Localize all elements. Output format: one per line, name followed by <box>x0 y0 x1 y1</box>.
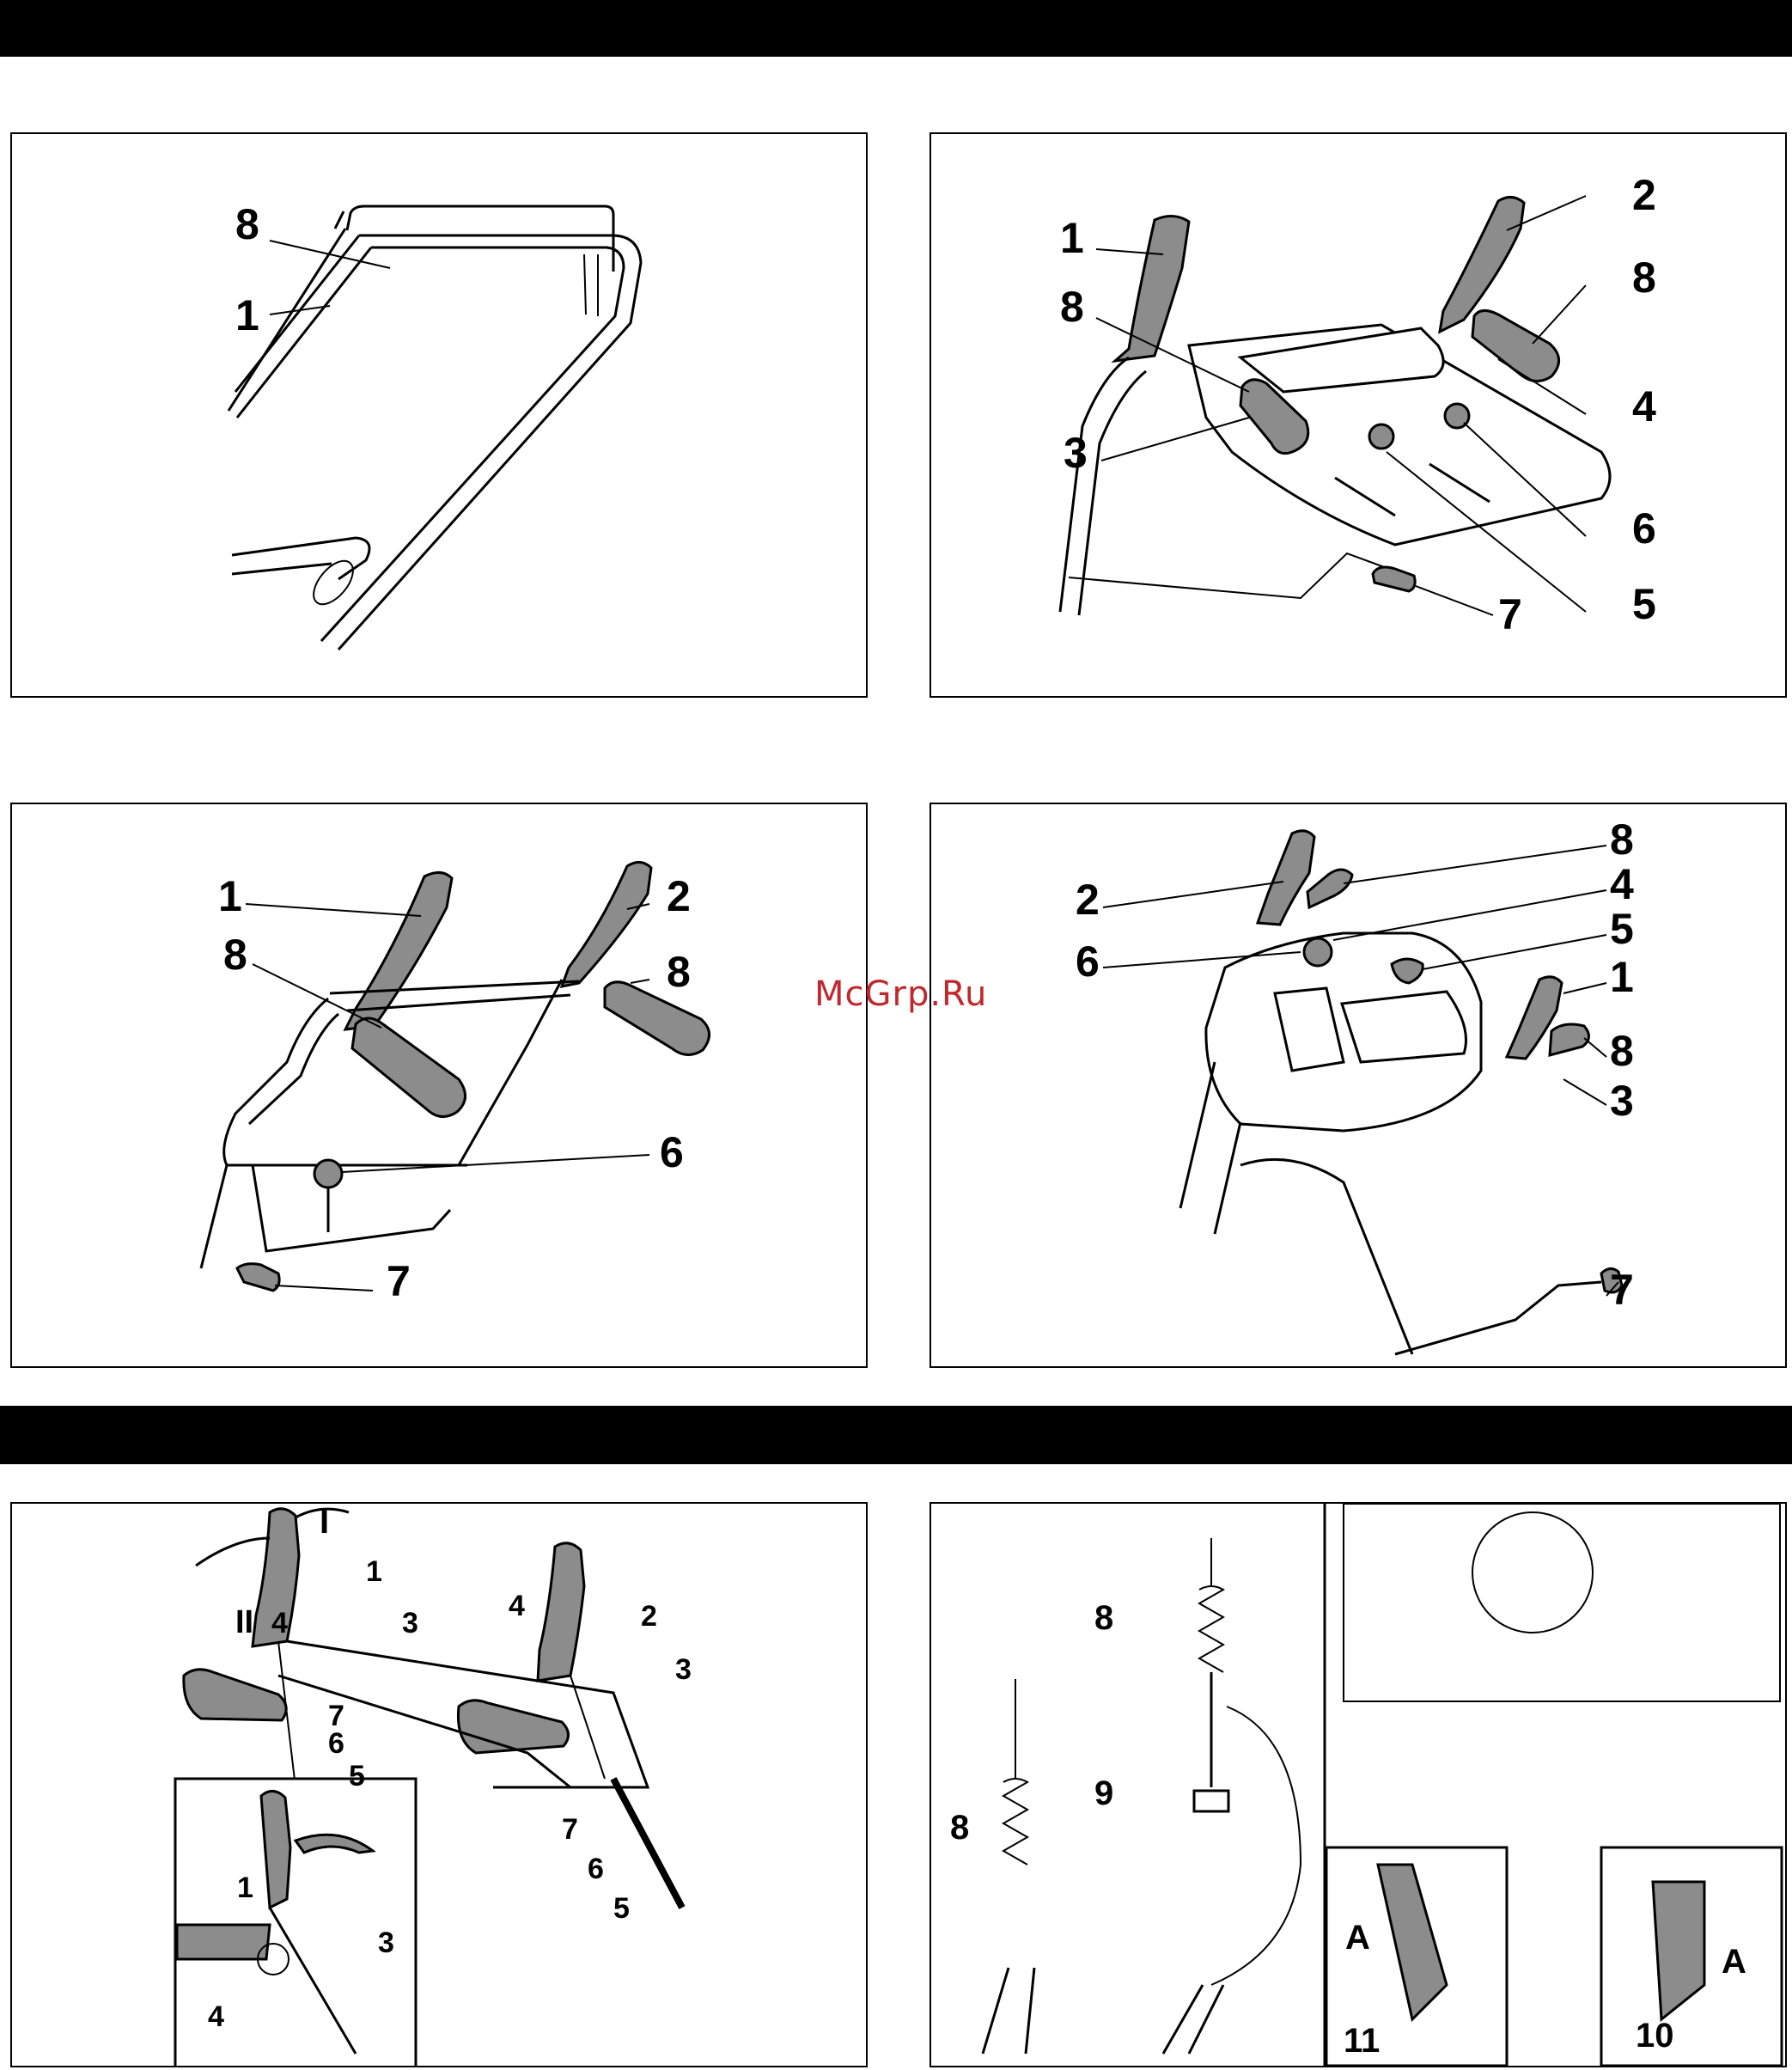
label-8: 8 <box>667 948 691 996</box>
control-dashboard-drawing-4: 8 4 2 6 5 1 8 3 7 <box>931 804 1787 1368</box>
label-3: 3 <box>402 1607 418 1640</box>
label-8: 8 <box>1610 815 1634 864</box>
label-7: 7 <box>1498 590 1522 638</box>
lever-adjustment-drawing-5: I 1 II 4 3 4 2 3 7 6 5 7 6 5 1 3 4 <box>12 1504 868 2067</box>
label-4: 4 <box>271 1607 288 1640</box>
handle-drawing-1: 8 1 <box>12 134 868 698</box>
label-1: 1 <box>1610 953 1634 1001</box>
label-6: 6 <box>1632 504 1656 553</box>
figure-panel-2: 1 2 8 8 3 4 6 5 7 <box>930 132 1787 698</box>
label-5: 5 <box>613 1892 630 1925</box>
label-2: 2 <box>1076 876 1100 924</box>
label-8: 8 <box>950 1809 969 1847</box>
figure-panel-6: 8 8 9 A 11 A 10 <box>930 1502 1787 2067</box>
label-1: 1 <box>235 291 259 339</box>
label-5: 5 <box>1632 580 1656 628</box>
label-10: 10 <box>1636 2017 1674 2055</box>
figure-panel-1: 8 1 <box>10 132 868 698</box>
label-3: 3 <box>1610 1077 1634 1125</box>
label-7: 7 <box>1610 1266 1634 1314</box>
label-6: 6 <box>660 1128 684 1176</box>
label-1: 1 <box>218 872 242 920</box>
label-1: 1 <box>1060 214 1084 262</box>
figure-panel-5: I 1 II 4 3 4 2 3 7 6 5 7 6 5 1 3 4 <box>10 1502 868 2067</box>
label-3: 3 <box>675 1653 692 1686</box>
label-3: 3 <box>1064 429 1088 477</box>
label-4: 4 <box>1632 382 1656 430</box>
label-7: 7 <box>387 1257 411 1305</box>
label-1: 1 <box>366 1555 382 1588</box>
figure-panel-3: 1 2 8 8 6 7 <box>10 803 868 1368</box>
label-8: 8 <box>1632 253 1656 302</box>
label-8: 8 <box>1094 1599 1113 1637</box>
middle-header-bar <box>0 1406 1792 1464</box>
label-4: 4 <box>509 1590 525 1622</box>
label-7: 7 <box>562 1813 578 1846</box>
label-2: 2 <box>667 872 691 920</box>
label-8: 8 <box>1060 283 1084 331</box>
label-6: 6 <box>1076 937 1100 986</box>
label-8: 8 <box>235 200 259 248</box>
label-I: I <box>320 1504 329 1541</box>
label-4: 4 <box>1610 860 1634 908</box>
inset-label-4: 4 <box>208 2000 224 2033</box>
label-A: A <box>1345 1919 1370 1957</box>
inset-label-1: 1 <box>237 1872 253 1904</box>
label-5: 5 <box>1610 905 1634 953</box>
label-6: 6 <box>588 1853 604 1885</box>
label-6: 6 <box>328 1727 344 1760</box>
label-8: 8 <box>1610 1027 1634 1075</box>
control-panel-drawing-3: 1 2 8 8 6 7 <box>12 804 868 1368</box>
control-console-drawing-2: 1 2 8 8 3 4 6 5 7 <box>931 134 1787 698</box>
top-header-bar <box>0 0 1792 57</box>
label-A: A <box>1722 1943 1746 1981</box>
label-II: II <box>235 1604 253 1640</box>
label-8: 8 <box>223 931 247 979</box>
inset-label-3: 3 <box>378 1927 394 1959</box>
label-5: 5 <box>349 1760 365 1792</box>
label-9: 9 <box>1094 1774 1113 1812</box>
label-11: 11 <box>1344 2022 1380 2060</box>
cable-spring-drawing-6: 8 8 9 A 11 A 10 <box>931 1504 1787 2067</box>
watermark: McGrp.Ru <box>814 974 987 1014</box>
label-2: 2 <box>1632 171 1656 219</box>
label-2: 2 <box>641 1600 657 1633</box>
figure-panel-4: 8 4 2 6 5 1 8 3 7 <box>930 803 1787 1368</box>
